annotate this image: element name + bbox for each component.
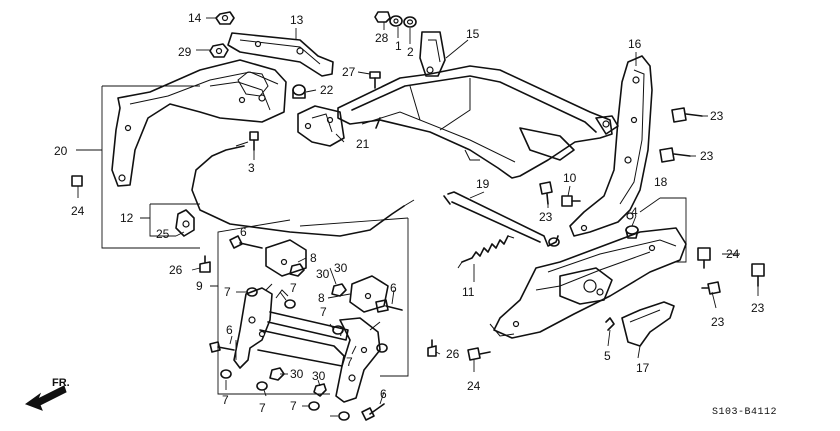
callout-22: 22 [320,83,334,97]
callout-6-b: 6 [390,281,397,295]
part-21-bracket [297,105,345,147]
part-2-washer [403,16,417,28]
part-30-nuts [269,263,347,397]
callout-8-b: 8 [318,291,325,305]
part-24-bolt-right [697,247,711,269]
callout-16: 16 [628,37,642,51]
part-27-bolt [369,71,381,89]
part-14-nut [215,11,235,25]
callout-30-b: 30 [316,267,330,281]
callout-7-a: 7 [224,285,231,299]
callout-6-a: 6 [240,225,247,239]
callout-28: 28 [375,31,389,45]
part-19-torsion-rod [443,191,560,247]
part-23-bolt-low [539,181,553,205]
part-15-seat-frame [337,31,619,179]
part-24-bolt-bottom [467,347,491,361]
callout-23-upper: 23 [710,109,724,123]
callout-24-right: 24 [726,247,740,261]
part-11-spring [457,235,515,269]
callout-18: 18 [654,175,668,189]
part-9-lower-frame [233,283,381,403]
callout-30-d: 30 [312,369,326,383]
part-12-cable [191,141,415,237]
part-26-bolt-right [427,339,437,357]
callout-7-h: 7 [290,399,297,413]
part-6-bolt-c [209,341,235,353]
callout-7-f: 7 [222,393,229,407]
callout-26-a: 26 [169,263,183,277]
callout-7-g: 7 [259,401,266,415]
part-16-recliner-bracket [569,55,653,237]
part-23-bolt-upper [671,107,703,123]
part-25-clip [175,209,195,237]
part-5-clip [605,317,615,331]
callout-9: 9 [196,279,203,293]
part-1-washer [389,15,403,27]
callout-7-c: 7 [320,305,327,319]
part-8-bracket-upper [265,239,307,277]
part-10-bolt [561,195,581,207]
callout-8-a: 8 [310,251,317,265]
part-18-rail-assembly [489,227,687,339]
part-29-nut [209,43,229,58]
part-6-bolt-b [375,299,403,313]
front-direction-arrow: FR. [24,377,70,411]
callout-7-b: 7 [290,281,297,295]
part-23-bolt-lower-right [701,281,721,295]
callout-25: 25 [156,227,170,241]
part-20-adjuster-frame [111,59,287,187]
part-24-bolt-left [71,175,83,187]
callout-23-far-right: 23 [751,301,765,315]
callout-23-low: 23 [539,210,553,224]
part-28-nut [374,11,391,23]
callout-labels: 14 13 29 28 1 2 15 16 27 22 20 21 3 23 2… [54,11,765,415]
callout-29: 29 [178,45,192,59]
callout-11: 11 [462,285,475,299]
callout-21: 21 [356,137,370,151]
callout-24-left: 24 [71,204,85,218]
callout-30-c: 30 [290,367,304,381]
callout-7-d: 7 [338,325,345,339]
callout-27: 27 [342,65,356,79]
drawing-code: S103-B4112 [712,407,777,418]
part-17-lever-handle [621,301,675,347]
callout-5: 5 [604,349,611,363]
part-3-bolt [249,131,259,151]
part-8-bracket-lower [349,275,389,313]
callout-6-d: 6 [380,387,387,401]
callout-12: 12 [120,211,134,225]
callout-14: 14 [188,11,202,25]
part-6-bolt-a [229,235,263,249]
callout-15: 15 [466,27,480,41]
callout-20: 20 [54,144,68,158]
callout-1: 1 [395,39,402,53]
front-label: FR. [52,377,70,389]
part-23-bolt-mid [659,147,691,163]
part-4-cap [625,225,639,239]
callout-24-bottom: 24 [467,379,481,393]
callout-3: 3 [248,161,255,175]
part-26-bolt-left [199,255,211,273]
part-22-bushing [292,84,306,99]
callout-2: 2 [407,45,414,59]
part-7-nuts [220,287,388,421]
callout-19: 19 [476,177,490,191]
callout-6-c: 6 [226,323,233,337]
part-6-bolt-d [361,403,385,421]
callout-7-e: 7 [346,355,353,369]
callout-30-a: 30 [334,261,348,275]
callout-17: 17 [636,361,650,375]
callout-13: 13 [290,13,304,27]
leader-lines [76,17,759,417]
callout-4: 4 [631,205,638,219]
part-13-rail [227,32,334,77]
callout-23-mid: 23 [700,149,714,163]
callout-10: 10 [563,171,577,185]
callout-23-lower-right: 23 [711,315,725,329]
callout-26-b: 26 [446,347,460,361]
part-23-bolt-far-right [751,263,765,287]
